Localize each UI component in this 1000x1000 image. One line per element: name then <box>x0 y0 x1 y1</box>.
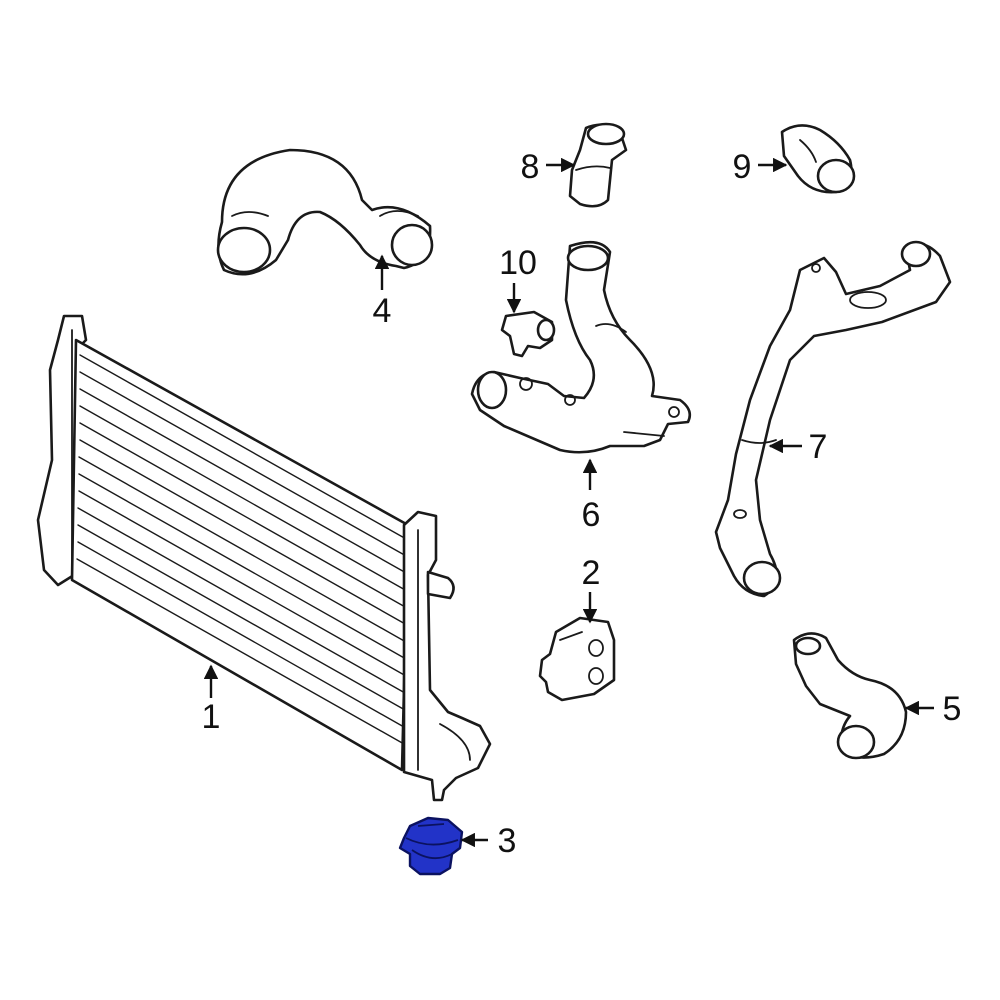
sensor-part-10[interactable] <box>500 310 556 358</box>
callout-1: 1 <box>202 698 221 736</box>
callout-8: 8 <box>521 148 540 186</box>
callout-5: 5 <box>943 690 962 728</box>
callout-7: 7 <box>809 428 828 466</box>
callout-9: 9 <box>733 148 752 186</box>
intercooler-part-1[interactable] <box>36 314 492 802</box>
callout-3: 3 <box>498 822 517 860</box>
bracket-part-2[interactable] <box>538 616 616 702</box>
callout-10: 10 <box>499 244 537 282</box>
callout-6: 6 <box>582 496 601 534</box>
mount-part-3-highlighted[interactable] <box>398 816 464 876</box>
callout-labels: 1 2 3 4 5 6 7 8 9 10 <box>202 148 962 860</box>
hose-part-4[interactable] <box>216 148 434 276</box>
pipe-part-7[interactable] <box>714 240 952 598</box>
leader-lines <box>203 157 934 848</box>
callout-4: 4 <box>373 292 392 330</box>
pipe-part-6[interactable] <box>470 240 692 454</box>
hose-part-8[interactable] <box>568 122 628 208</box>
hose-part-5[interactable] <box>792 632 908 760</box>
callout-2: 2 <box>582 554 601 592</box>
hose-part-9[interactable] <box>780 124 856 194</box>
